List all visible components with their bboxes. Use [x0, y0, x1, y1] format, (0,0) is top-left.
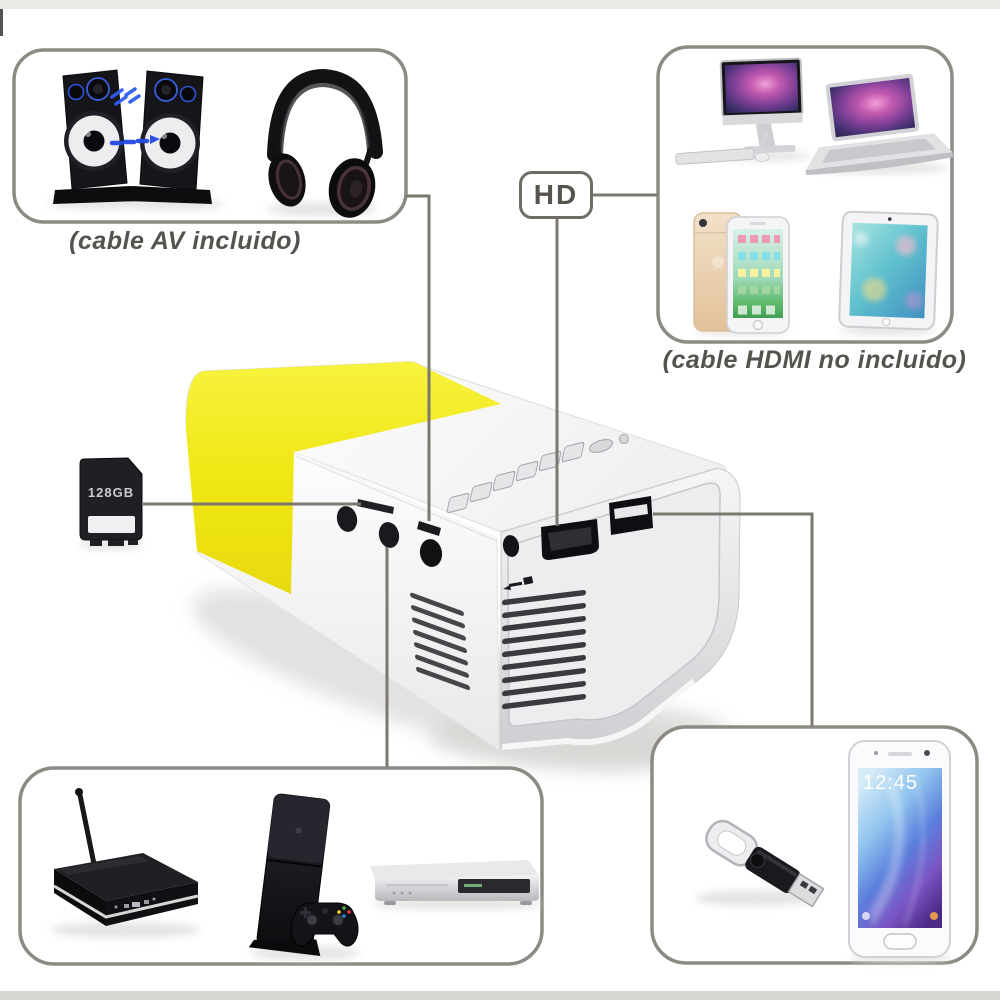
imac	[719, 57, 804, 154]
line-usb	[653, 512, 814, 726]
sd-card-slot	[357, 499, 394, 514]
hd-badge: HD	[519, 171, 593, 219]
game-controller	[290, 902, 359, 947]
imac-mouse	[754, 132, 770, 162]
projector	[185, 361, 741, 751]
ipad	[838, 210, 939, 331]
headphones	[267, 68, 383, 218]
av-jack	[336, 506, 358, 532]
speaker-blue-accents	[109, 87, 160, 146]
ridge-shadow	[295, 455, 498, 542]
vent-left	[410, 592, 470, 691]
caption-hdmi-not-included: (cable HDMI no incluido)	[662, 346, 967, 374]
sd-card	[79, 457, 143, 546]
vent-right	[502, 589, 586, 710]
macbook	[805, 73, 954, 176]
ir-receiver	[502, 535, 520, 557]
hdmi-port	[541, 519, 599, 560]
usb-flash-drive	[705, 819, 825, 908]
sd-card-capacity-label: 128GB	[87, 485, 135, 500]
dvd-player	[370, 860, 539, 905]
projector-yellow-wrap	[185, 361, 501, 594]
base-lip	[501, 678, 696, 750]
connector-lines	[143, 193, 814, 767]
audio-jack-cap	[417, 521, 441, 536]
reset-glyph	[503, 576, 534, 590]
iphone	[693, 212, 790, 334]
bottom-edge-band	[0, 991, 1000, 1000]
top-right-ridge	[500, 467, 719, 533]
left-edge-artifact	[0, 9, 3, 36]
line-av-out	[406, 194, 431, 521]
top-edge-band	[0, 0, 1000, 9]
usb-port	[609, 496, 653, 535]
iphone-app-grid	[738, 235, 780, 315]
imac-keyboard	[675, 147, 755, 165]
tv-box	[53, 788, 199, 926]
caption-av-included: (cable AV incluido)	[69, 227, 301, 255]
av-jack-2	[378, 522, 400, 548]
speaker-left	[53, 69, 140, 204]
ridge-highlight	[293, 451, 498, 539]
phone-clock: 12:45	[863, 772, 919, 794]
samsung-phone	[848, 740, 951, 958]
speaker-right	[128, 70, 212, 204]
control-buttons	[446, 434, 629, 514]
audio-jack	[419, 539, 443, 567]
